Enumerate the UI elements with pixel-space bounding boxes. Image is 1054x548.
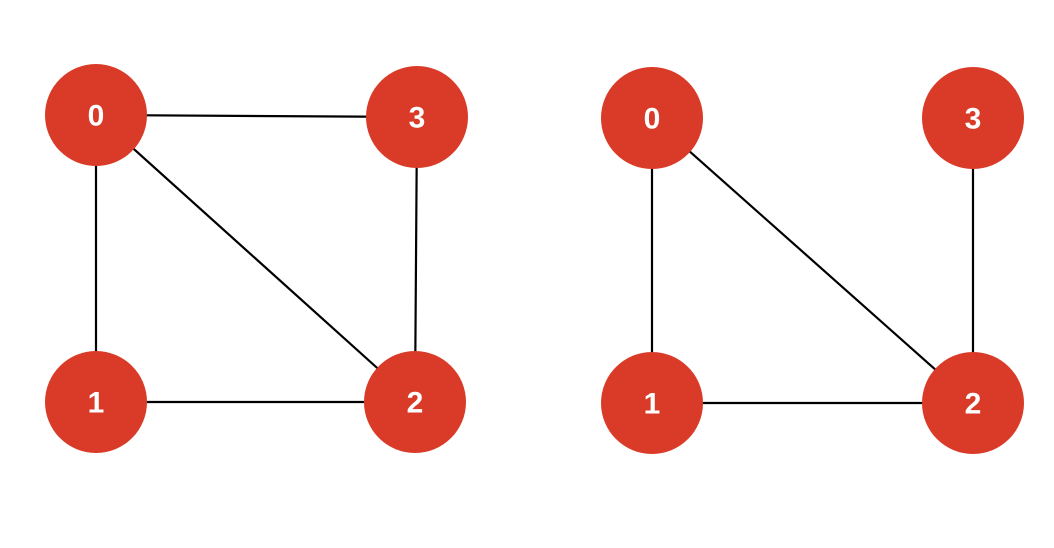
right-graph-edges [650, 117, 975, 405]
graph-node-0[interactable]: 0 [45, 64, 147, 166]
node-circle-3[interactable] [922, 67, 1024, 169]
node-circle-1[interactable] [601, 352, 703, 454]
node-label-1: 1 [644, 388, 661, 421]
node-label-2: 2 [407, 387, 424, 420]
node-circle-0[interactable] [45, 64, 147, 166]
node-label-3: 3 [965, 103, 982, 136]
node-label-3: 3 [409, 102, 426, 135]
node-label-1: 1 [88, 387, 105, 420]
graph-node-2[interactable]: 2 [922, 352, 1024, 454]
node-circle-1[interactable] [45, 351, 147, 453]
graph-edge-0-2 [95, 114, 416, 403]
node-label-2: 2 [965, 388, 982, 421]
graph-node-2[interactable]: 2 [364, 351, 466, 453]
graph-node-1[interactable]: 1 [601, 352, 703, 454]
left-graph-nodes: 0 3 1 2 [45, 64, 468, 453]
node-circle-3[interactable] [366, 66, 468, 168]
graph-node-3[interactable]: 3 [922, 67, 1024, 169]
graph-edge-0-2 [651, 117, 974, 404]
graph-node-3[interactable]: 3 [366, 66, 468, 168]
graph-edge-0-3 [95, 113, 418, 119]
right-graph-nodes: 0 3 1 2 [601, 67, 1024, 454]
node-circle-2[interactable] [364, 351, 466, 453]
node-label-0: 0 [644, 103, 661, 136]
graph-node-0[interactable]: 0 [601, 67, 703, 169]
node-circle-2[interactable] [922, 352, 1024, 454]
left-graph-edges [94, 113, 419, 404]
edges-layer [94, 113, 975, 405]
nodes-layer: 0 3 1 2 0 3 1 2 [45, 64, 1024, 454]
node-circle-0[interactable] [601, 67, 703, 169]
graph-node-1[interactable]: 1 [45, 351, 147, 453]
node-label-0: 0 [88, 100, 105, 133]
